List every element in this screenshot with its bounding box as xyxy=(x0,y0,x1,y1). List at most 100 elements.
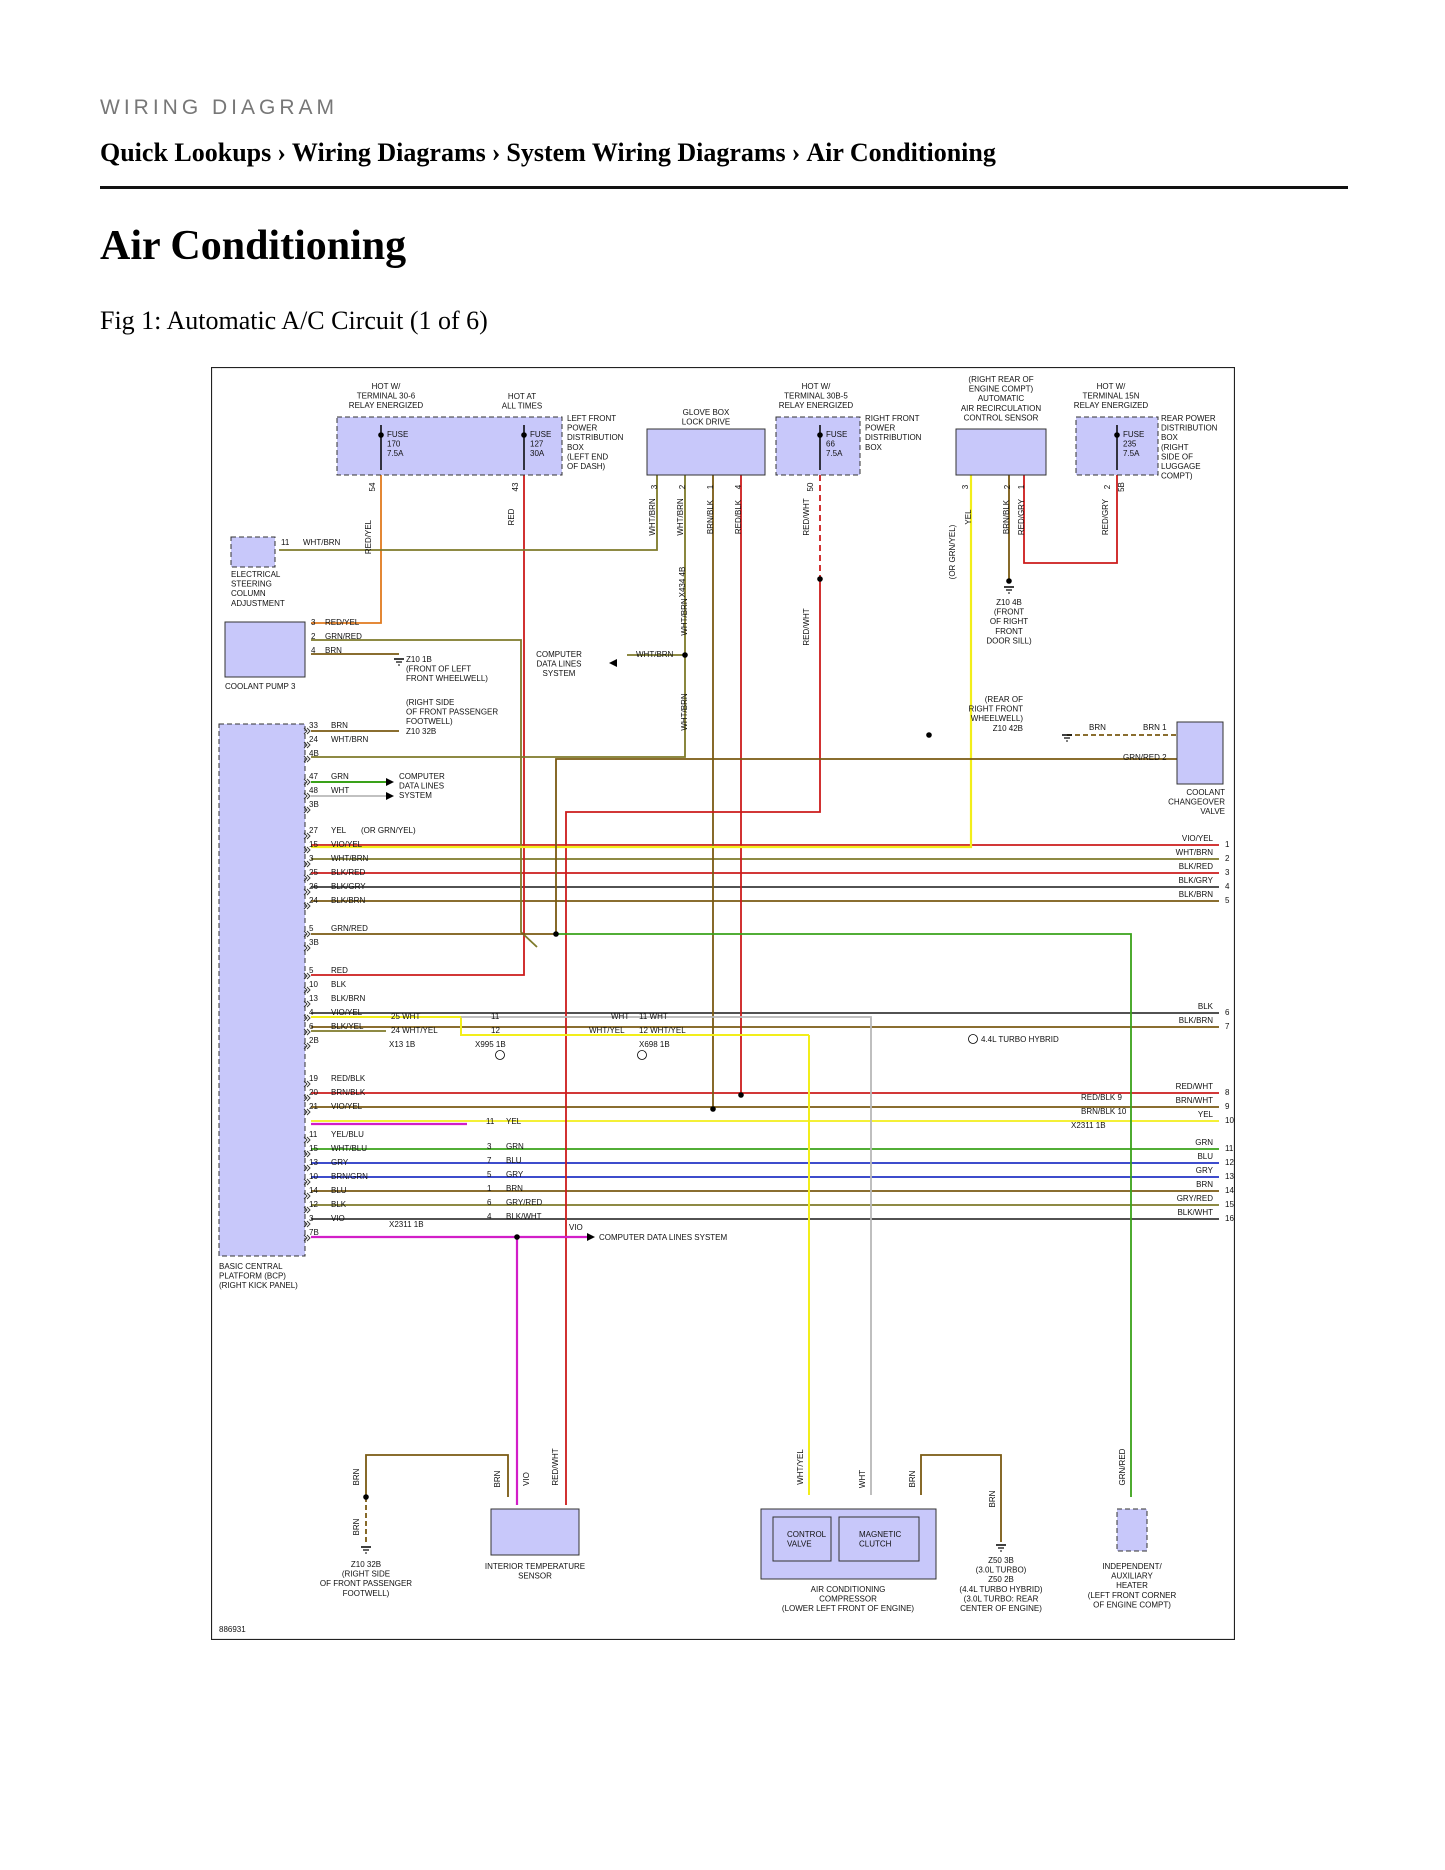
output-wire-label: BRN xyxy=(1196,1180,1213,1189)
esca-box xyxy=(230,536,276,568)
coolant-pump-wire-label: BRN xyxy=(325,646,342,655)
compressor-wire-label: BRN xyxy=(908,1470,917,1487)
bcp-pin-chevron xyxy=(303,1234,308,1242)
output-reference-number: 6 xyxy=(1225,1008,1230,1017)
bcp-pin-chevron xyxy=(303,1178,308,1186)
bcp-pin-number: 4 xyxy=(309,1008,314,1017)
valve-wire-label: BRN xyxy=(1089,723,1106,732)
splice-dot xyxy=(738,1092,744,1098)
bcp-pin-number: 5 xyxy=(309,924,314,933)
breadcrumb-item-wiring-diagrams[interactable]: Wiring Diagrams xyxy=(291,138,486,167)
vertical-wire-label: RED/YEL xyxy=(364,519,373,554)
cdl2-arrow xyxy=(386,778,394,786)
output-reference-number: 13 xyxy=(1225,1172,1234,1181)
bcp-pin-chevron xyxy=(306,1178,311,1186)
lower-connector-wire: GRY xyxy=(506,1170,524,1179)
fuse170-wire xyxy=(311,475,382,624)
output-reference-number: 12 xyxy=(1225,1158,1234,1167)
vertical-wire-label: WHT/BRN xyxy=(676,498,685,536)
bcp-pin-chevron xyxy=(303,874,308,882)
splice-dot xyxy=(817,576,823,582)
bcp-pin-number: 3B xyxy=(309,938,319,947)
coolant-pump-grnred-wire xyxy=(311,639,538,948)
output-reference-number: 8 xyxy=(1225,1088,1230,1097)
connector-pin: 4 xyxy=(734,484,743,489)
rh-pin-9: BRN/BLK 10 xyxy=(1081,1107,1127,1116)
bottom-wire-label: BRN xyxy=(352,1518,361,1535)
heater-box xyxy=(1116,1508,1148,1552)
lower-connector-wire: BLU xyxy=(506,1156,522,1165)
bcp-pin-chevron xyxy=(306,846,311,854)
output-reference-number: 1 xyxy=(1225,840,1230,849)
bcp-pin-chevron xyxy=(303,1150,308,1158)
bcp-pin-chevron xyxy=(306,888,311,896)
vertical-wire-label: RED/GRY xyxy=(1101,498,1110,535)
bcp-pin-chevron xyxy=(303,860,308,868)
fuse-terminal xyxy=(521,432,527,438)
output-reference-number: 3 xyxy=(1225,868,1230,877)
valve-pin-1: BRN 1 xyxy=(1143,723,1167,732)
bcp-pin-wire-label: VIO/YEL xyxy=(331,840,363,849)
bcp-pin-wire-label: BLK/RED xyxy=(331,868,365,877)
bcp-pin-number: 13 xyxy=(309,994,318,1003)
output-reference-number: 9 xyxy=(1225,1102,1230,1111)
bcp-pin-chevron xyxy=(306,1094,311,1102)
its-wire-label: BRN xyxy=(493,1470,502,1487)
output-wire-label: WHT/BRN xyxy=(1176,848,1214,857)
coolant-pump-pin: 3 xyxy=(311,618,316,627)
lower-connector-pin: 5 xyxy=(487,1170,492,1179)
splice-dot xyxy=(514,1234,520,1240)
compressor-box xyxy=(760,1508,937,1580)
bcp-pin-chevron xyxy=(306,1192,311,1200)
vio-label: VIO xyxy=(569,1223,583,1232)
splice-dot xyxy=(553,931,559,937)
output-wire-label: VIO/YEL xyxy=(1182,834,1214,843)
fuse-terminal xyxy=(817,432,823,438)
bcp-pin-number: 15 xyxy=(309,1144,318,1153)
bcp-pin-wire-label: WHT/BRN xyxy=(331,735,369,744)
bcp-pin-wire-label: BLK/BRN xyxy=(331,994,365,1003)
fuse235-pin: 2 xyxy=(1103,484,1112,489)
control-valve-box xyxy=(772,1516,832,1562)
cdl3-arrow xyxy=(587,1233,595,1241)
its-wire-label: VIO xyxy=(522,1472,531,1486)
fuse-terminal xyxy=(378,432,384,438)
recirc-sensor-box xyxy=(955,428,1047,476)
x13-pin: 25 WHT xyxy=(391,1012,420,1021)
bcp-pin-number: 19 xyxy=(309,1074,318,1083)
bcp-pin-wire-label: BRN/BLK xyxy=(331,1088,366,1097)
output-wire-label: YEL xyxy=(1198,1110,1214,1119)
bcp-pin-number: 15 xyxy=(309,840,318,849)
vertical-wire-label: RED/WHT xyxy=(802,608,811,645)
coolant-pump-label: COOLANT PUMP 3 xyxy=(225,682,296,691)
bcp-pin-number: 3 xyxy=(309,854,314,863)
bcp-pin-wire-label: RED/BLK xyxy=(331,1074,366,1083)
rh-pin-8: RED/BLK 9 xyxy=(1081,1093,1122,1102)
bcp-pin-chevron xyxy=(306,741,311,749)
glovebox-lock-box xyxy=(646,428,766,476)
bcp-pin-chevron xyxy=(306,986,311,994)
bcp-box xyxy=(218,723,306,1257)
vertical-wire-label: RED/BLK xyxy=(734,499,743,534)
lfpdb-box xyxy=(336,416,563,476)
bcp-pin-chevron xyxy=(306,874,311,882)
bcp-pin-number: 14 xyxy=(309,1186,318,1195)
grnred-coolant-valve-wire xyxy=(311,758,1177,935)
header-rule xyxy=(100,186,1348,189)
page-title: Air Conditioning xyxy=(100,223,407,269)
bcp-pin-number: 24 xyxy=(309,735,318,744)
breadcrumb-item-quick-lookups[interactable]: Quick Lookups xyxy=(100,138,272,167)
splice-dot xyxy=(682,652,688,658)
breadcrumb-item-system-wiring-diagrams[interactable]: System Wiring Diagrams xyxy=(506,138,786,167)
bcp-pin-number: 27 xyxy=(309,826,318,835)
bcp-pin-chevron xyxy=(306,1164,311,1172)
breadcrumb-item-air-conditioning[interactable]: Air Conditioning xyxy=(806,138,996,167)
bcp-pin-chevron xyxy=(306,944,311,952)
